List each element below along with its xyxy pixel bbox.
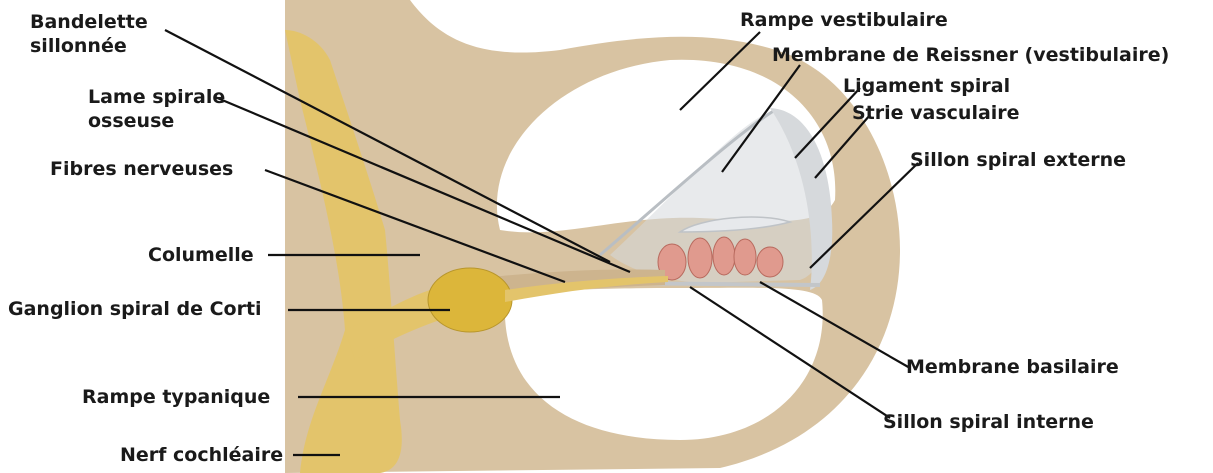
- label-bandelette-line1: Bandelette: [30, 10, 148, 34]
- spiral-ganglion: [428, 268, 512, 332]
- label-fibres-nerveuses: Fibres nerveuses: [50, 157, 233, 181]
- label-rampe-tympanique: Rampe typanique: [82, 385, 270, 409]
- label-bandelette-line2: sillonnée: [30, 34, 148, 58]
- label-lame-line1: Lame spirale: [88, 85, 225, 109]
- label-rampe-vestibulaire: Rampe vestibulaire: [740, 8, 948, 32]
- label-ganglion: Ganglion spiral de Corti: [8, 297, 262, 321]
- label-sillon-externe: Sillon spiral externe: [910, 148, 1126, 172]
- label-sillon-interne: Sillon spiral interne: [883, 410, 1094, 434]
- label-nerf-cochleaire: Nerf cochléaire: [120, 443, 283, 467]
- label-ligament-spiral: Ligament spiral: [843, 74, 1010, 98]
- label-bandelette: Bandelette sillonnée: [30, 10, 148, 58]
- label-membrane-basilaire: Membrane basilaire: [906, 355, 1119, 379]
- label-columelle: Columelle: [148, 243, 254, 267]
- label-lame-line2: osseuse: [88, 109, 225, 133]
- label-lame-spirale: Lame spirale osseuse: [88, 85, 225, 133]
- label-strie-vasculaire: Strie vasculaire: [852, 101, 1020, 125]
- label-reissner: Membrane de Reissner (vestibulaire): [772, 43, 1169, 67]
